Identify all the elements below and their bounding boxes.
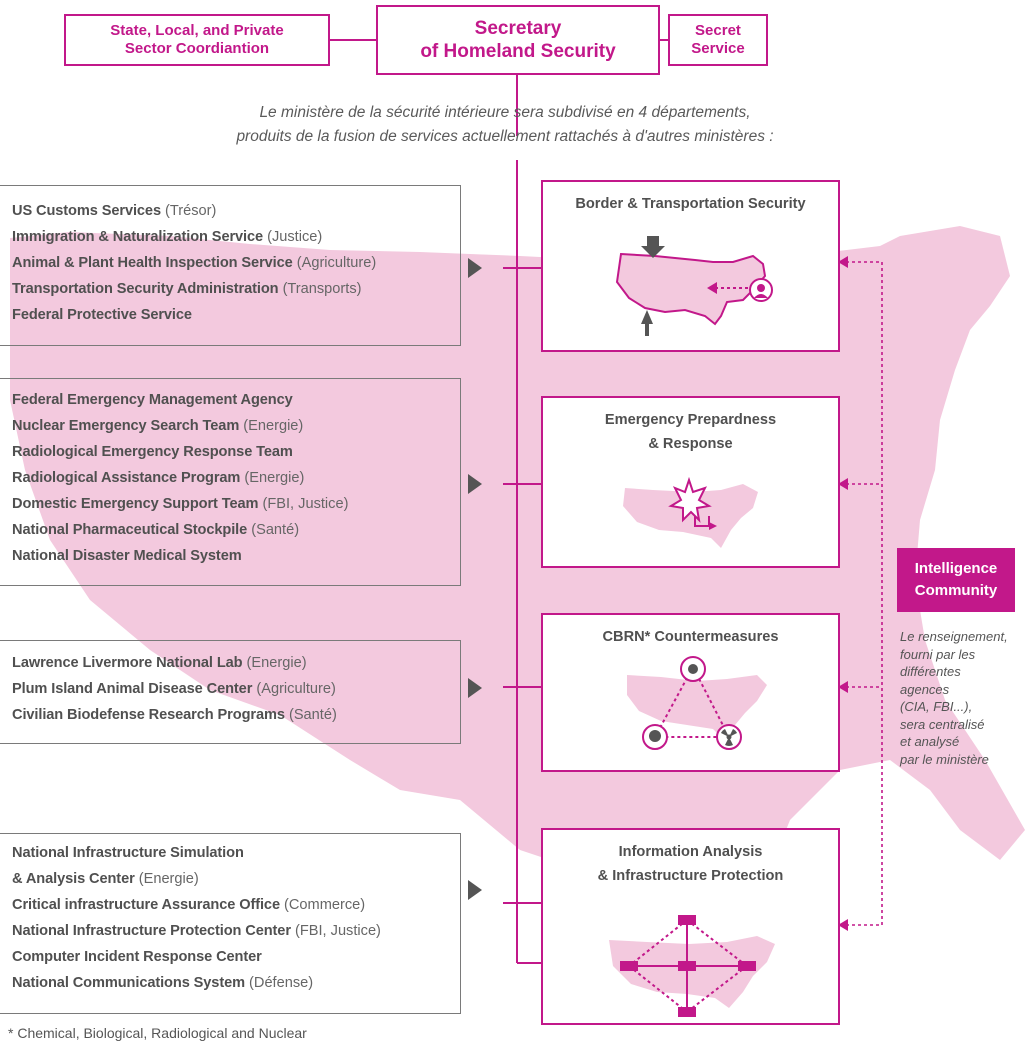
group-1-list: US Customs Services (Trésor) Immigration… <box>12 198 376 328</box>
group-4-bracket <box>0 833 461 1014</box>
group-3-bracket <box>0 640 461 744</box>
dept-information-analysis: Information Analysis & Infrastructure Pr… <box>541 828 840 1025</box>
secretary-box: Secretary of Homeland Security <box>376 5 660 75</box>
list-item: National Communications System (Défense) <box>12 975 314 991</box>
list-item: US Customs Services (Trésor) <box>12 203 217 219</box>
group-1-bracket <box>0 185 461 346</box>
dept-emergency-preparedness: Emergency Prepardness & Response <box>541 396 840 568</box>
dept-title: CBRN* Countermeasures <box>602 629 779 645</box>
list-item: National Disaster Medical System <box>12 548 242 564</box>
list-item: National Infrastructure Protection Cente… <box>12 923 381 939</box>
intelligence-community-box: Intelligence Community <box>897 548 1015 612</box>
us-map-emergency-icon <box>623 476 758 548</box>
us-map-border-icon <box>615 236 773 336</box>
us-map-cbrn-icon <box>627 656 767 750</box>
list-item: Nuclear Emergency Search Team (Energie) <box>12 418 304 434</box>
list-item: Domestic Emergency Support Team (FBI, Ju… <box>12 496 349 512</box>
list-item: Animal & Plant Health Inspection Service… <box>12 255 377 271</box>
arrow-right-icon <box>468 678 482 698</box>
secret-service-line1: Secret <box>695 22 741 39</box>
list-item: Federal Protective Service <box>12 307 192 323</box>
dept-title: Emergency Prepardness & Response <box>604 412 777 452</box>
list-item: & Analysis Center (Energie) <box>12 871 199 887</box>
list-item: Computer Incident Response Center <box>12 949 262 965</box>
arrow-right-icon <box>468 474 482 494</box>
list-item: National Pharmaceutical Stockpile (Santé… <box>12 522 300 538</box>
secretary-line2: of Homeland Security <box>420 41 616 62</box>
group-2-list: Federal Emergency Management Agency Nucl… <box>12 387 348 569</box>
intelligence-note: Le renseignement, fourni par les différe… <box>900 629 1008 767</box>
group-4-list: National Infrastructure Simulation & Ana… <box>12 840 381 996</box>
intro-line1: Le ministère de la sécurité intérieure s… <box>259 104 751 121</box>
list-item: National Infrastructure Simulation <box>12 845 244 861</box>
dept-cbrn-countermeasures: CBRN* Countermeasures <box>541 613 840 772</box>
us-map-network-icon <box>609 915 775 1017</box>
list-item: Transportation Security Administration (… <box>12 281 362 297</box>
list-item: Federal Emergency Management Agency <box>12 392 293 408</box>
list-item: Lawrence Livermore National Lab (Energie… <box>12 655 307 671</box>
list-item: Immigration & Naturalization Service (Ju… <box>12 229 323 245</box>
dept-title: Border & Transportation Security <box>575 196 806 212</box>
state-local-line2: Sector Coordiantion <box>124 40 270 57</box>
arrow-right-icon <box>468 880 482 900</box>
secret-service-box: Secret Service <box>668 14 768 66</box>
list-item: Plum Island Animal Disease Center (Agric… <box>12 681 336 697</box>
secret-service-line2: Service <box>691 40 745 57</box>
footnote: * Chemical, Biological, Radiological and… <box>8 1025 307 1041</box>
arrow-right-icon <box>468 258 482 278</box>
group-3-list: Lawrence Livermore National Lab (Energie… <box>12 650 337 728</box>
dept-border-transportation: Border & Transportation Security <box>541 180 840 352</box>
dept-title: Information Analysis & Infrastructure Pr… <box>597 844 784 884</box>
state-local-line1: State, Local, and Private <box>110 22 284 39</box>
intro-line2: produits de la fusion de services actuel… <box>236 128 774 145</box>
list-item: Civilian Biodefense Research Programs (S… <box>12 707 337 723</box>
state-local-box: State, Local, and Private Sector Coordia… <box>64 14 330 66</box>
intro-text: Le ministère de la sécurité intérieure s… <box>150 101 860 149</box>
list-item: Radiological Assistance Program (Energie… <box>12 470 305 486</box>
list-item: Critical infrastructure Assurance Office… <box>12 897 366 913</box>
intelligence-arrowheads <box>838 256 848 931</box>
group-2-bracket <box>0 378 461 586</box>
intelligence-dotted-links <box>846 261 883 926</box>
secretary-line1: Secretary <box>474 18 562 39</box>
list-item: Radiological Emergency Response Team <box>12 444 293 460</box>
